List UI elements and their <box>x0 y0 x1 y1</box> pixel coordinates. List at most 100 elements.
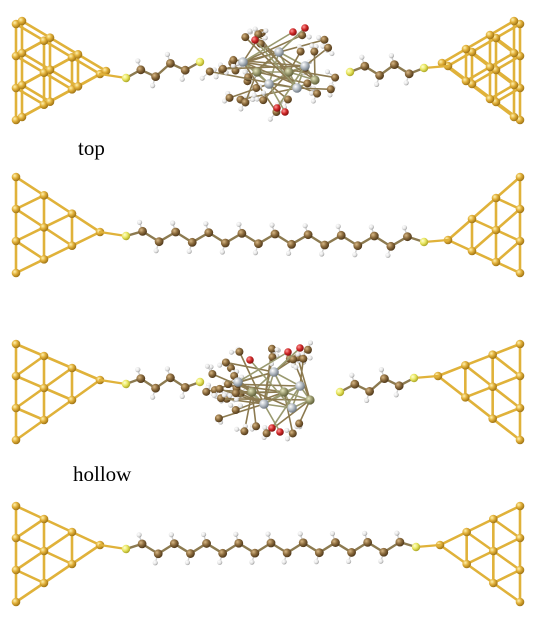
hydrogen-atom <box>385 252 391 258</box>
hydrogen-atom <box>349 372 355 378</box>
bond <box>494 175 522 200</box>
bond <box>259 42 316 81</box>
bond <box>42 354 74 370</box>
carbon-atom <box>221 358 230 367</box>
bond <box>14 374 46 390</box>
gold-atom <box>462 527 471 537</box>
metal-atom <box>292 83 302 93</box>
sulfur-atom <box>335 387 345 397</box>
hydrogen-atom <box>313 559 319 565</box>
gold-atom <box>67 363 77 373</box>
gold-atom <box>67 241 77 250</box>
gold-atom <box>11 435 21 445</box>
oxygen-atom <box>284 348 292 356</box>
bond <box>446 217 474 242</box>
bond <box>218 388 265 405</box>
metal-atom <box>300 61 310 71</box>
hydrogen-atom <box>403 80 409 86</box>
carbon-atom <box>151 383 161 393</box>
bond <box>48 68 80 88</box>
carbon-atom <box>252 422 261 431</box>
gold-atom <box>39 191 49 200</box>
gold-atom <box>485 94 495 104</box>
gold-atom <box>467 214 477 224</box>
gold-atom <box>11 597 21 607</box>
bond <box>225 398 311 401</box>
carbon-atom <box>283 95 292 104</box>
bond <box>470 249 498 264</box>
bond <box>464 353 494 367</box>
hydrogen-atom <box>327 92 333 98</box>
bond <box>492 504 522 521</box>
carbon-atom <box>303 345 312 354</box>
bond <box>438 543 468 566</box>
gold-atom <box>488 414 497 423</box>
bond <box>268 83 286 113</box>
carbon-atom <box>136 374 146 383</box>
bond <box>446 238 474 253</box>
hydrogen-atom <box>352 252 358 258</box>
bond <box>492 517 522 540</box>
hydrogen-atom <box>329 51 335 57</box>
bond <box>70 230 102 247</box>
bond <box>220 397 265 405</box>
hydrogen-atom <box>184 559 191 566</box>
hydrogen-atom <box>254 96 260 102</box>
bond <box>42 39 74 59</box>
bond <box>278 27 306 53</box>
gold-atom <box>17 80 27 90</box>
hydrogen-atom <box>265 531 271 537</box>
bond <box>70 378 102 402</box>
carbon-atom <box>360 61 370 71</box>
carbon-atom <box>202 539 211 548</box>
oxygen-atom <box>268 424 276 432</box>
hydrogen-atom <box>135 58 141 64</box>
bond <box>14 504 46 521</box>
hydrogen-atom <box>281 559 287 565</box>
bond <box>273 371 301 387</box>
carbon-atom <box>171 227 181 237</box>
carbon-atom <box>314 548 324 558</box>
carbon-atom <box>166 373 175 383</box>
hydrogen-atom <box>228 349 234 355</box>
carbon-atom <box>379 547 389 557</box>
carbon-atom <box>353 241 363 251</box>
carbon-atom <box>270 229 280 239</box>
bond <box>256 71 309 85</box>
hydrogen-atom <box>329 530 336 537</box>
bond <box>242 61 318 95</box>
hydrogen-atom <box>250 96 256 102</box>
gold-atom <box>485 62 495 72</box>
bond <box>48 36 80 56</box>
hydrogen-atom <box>319 251 325 257</box>
metal-atom <box>259 399 269 409</box>
carbon-atom <box>266 538 276 548</box>
bond <box>98 543 128 551</box>
bond <box>237 351 289 383</box>
hydrogen-atom <box>394 530 400 536</box>
hydrogen-atom <box>284 436 290 442</box>
hydrogen-atom <box>247 28 253 34</box>
hydrogen-atom <box>168 532 174 538</box>
metal-core-atom <box>284 67 294 77</box>
bond <box>20 51 52 71</box>
bond <box>464 65 492 83</box>
bond <box>465 517 495 534</box>
bond <box>276 65 306 109</box>
hydrogen-atom <box>233 396 239 402</box>
hydrogen-atom <box>335 223 341 229</box>
carbon-atom <box>215 384 224 393</box>
gold-atom <box>11 204 21 214</box>
carbon-atom <box>267 344 276 353</box>
carbon-atom <box>262 429 271 438</box>
bond <box>98 72 128 80</box>
carbon-atom <box>303 79 312 88</box>
gold-atom <box>485 30 495 40</box>
hydrogen-atom <box>388 53 394 59</box>
hydrogen-atom <box>368 224 374 230</box>
oxygen-atom <box>273 104 281 112</box>
carbon-atom <box>218 548 228 558</box>
bond <box>14 406 46 422</box>
hydrogen-atom <box>228 402 234 408</box>
